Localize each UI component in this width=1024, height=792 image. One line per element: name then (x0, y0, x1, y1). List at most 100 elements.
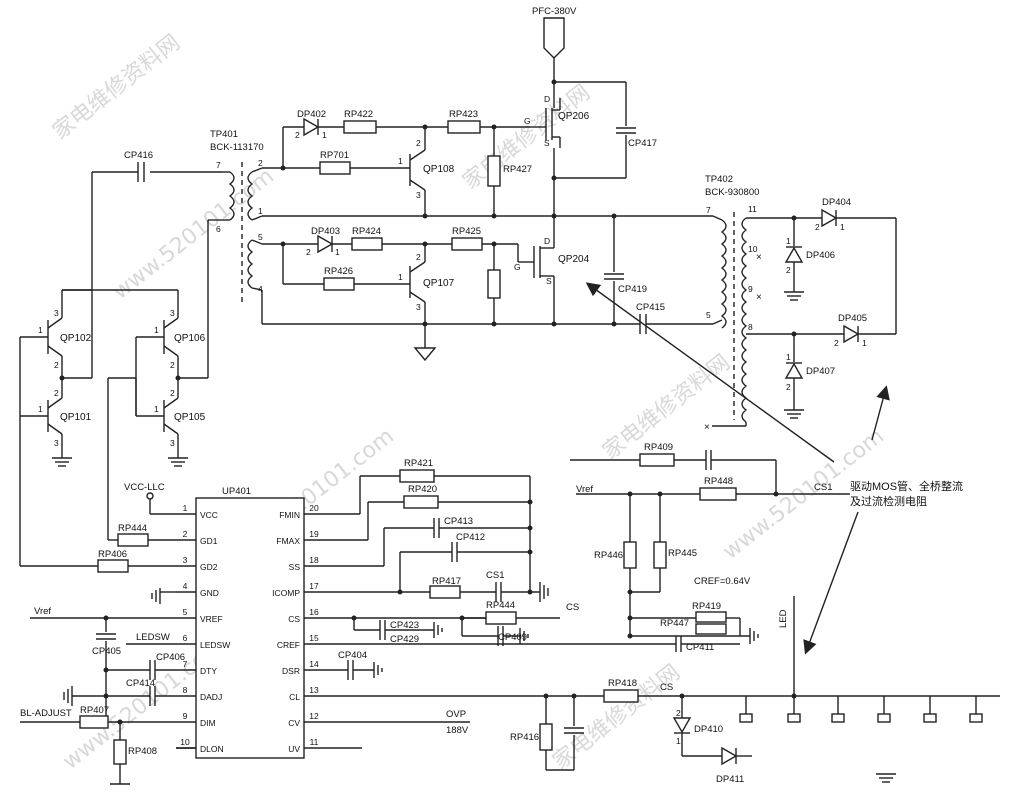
qp108-label: QP108 (423, 164, 455, 175)
ic-pin-number: 18 (309, 555, 319, 565)
svg-text:2: 2 (295, 130, 300, 140)
svg-text:1: 1 (154, 404, 159, 414)
ovp-label: OVP (446, 709, 466, 720)
svg-text:1: 1 (840, 222, 845, 232)
dp410-label: DP410 (694, 724, 723, 735)
qp105-label: QP105 (174, 412, 206, 423)
ic-pin-name: DSR (282, 666, 300, 676)
ic-pin-name: GND (200, 588, 219, 598)
qp106-label: QP106 (174, 333, 206, 344)
cp417-label: CP417 (628, 138, 657, 149)
ic-pin-name: CS (288, 614, 300, 624)
svg-text:3: 3 (54, 308, 59, 318)
ic-pin-number: 19 (309, 529, 319, 539)
svg-text:2: 2 (815, 222, 820, 232)
rp417-label: RP417 (432, 576, 461, 587)
tp401-part: BCK-113170 (210, 142, 264, 153)
driver-transistors: QP102 1 3 2 QP101 1 2 3 QP106 1 3 2 (19, 289, 208, 567)
svg-text:1: 1 (154, 325, 159, 335)
qp204-s: S (546, 276, 552, 286)
ic-pin-name: DTY (200, 666, 217, 676)
ic-pin-name: VCC (200, 510, 218, 520)
svg-text:2: 2 (54, 388, 59, 398)
svg-text:3: 3 (170, 308, 175, 318)
svg-text:2: 2 (676, 708, 681, 718)
ic-pin-number: 4 (183, 581, 188, 591)
svg-text:2: 2 (834, 338, 839, 348)
rp421-label: RP421 (404, 458, 433, 469)
cp406-label: CP414 (126, 678, 155, 689)
svg-text:8: 8 (748, 322, 753, 332)
ic-left-circuit: VCC-LLC RP444 RP406 Vref CP405 LEDSW CP4… (20, 482, 196, 785)
ic-pin-name: FMAX (276, 536, 300, 546)
ic-pin-number: 5 (183, 607, 188, 617)
dp411-label: DP411 (716, 774, 744, 785)
qp204-d: D (544, 236, 550, 246)
ic-pin-number: 13 (309, 685, 319, 695)
cp409-label: CP404 (338, 650, 367, 661)
svg-text:3: 3 (54, 438, 59, 448)
qp206-s: S (544, 138, 550, 148)
output-rectifier: DP404 2 1 DP406 1 2 DP405 2 1 DP407 1 2 (784, 197, 897, 419)
rp415-label: RP416 (510, 732, 539, 743)
ic-pin-number: 2 (183, 529, 188, 539)
ic-pin-name: GD1 (200, 536, 218, 546)
high-side-drive: PFC-380V CP417 QP206 D G S DP402 2 1 RP4… (262, 6, 657, 219)
rp444-label: RP444 (486, 600, 515, 611)
led-label: LED (778, 609, 789, 628)
bl-adjust-label: BL-ADJUST (20, 708, 72, 719)
qp204-g: G (514, 262, 521, 272)
cs1-cap-label: CP423 (390, 620, 419, 631)
ic-pin-name: DADJ (200, 692, 222, 702)
svg-text:10: 10 (748, 244, 758, 254)
vref-label: Vref (34, 606, 51, 617)
svg-text:2: 2 (416, 252, 421, 262)
annotation-line2: 及过流检测电阻 (850, 494, 927, 508)
svg-text:2: 2 (306, 247, 311, 257)
cp404-label: CP405 (92, 646, 121, 657)
tp402-transformer: TP402 BCK-930800 7 5 11 10 9 8 × × × (704, 174, 822, 433)
rp448-label: RP409 (644, 442, 673, 453)
svg-text:3: 3 (416, 190, 421, 200)
ic-pin-name: ICOMP (272, 588, 300, 598)
cp405-label: CP406 (156, 652, 185, 663)
svg-text:1: 1 (398, 156, 403, 166)
watermark-layer: 家电维修资料网 家电维修资料网 家电维修资料网 家电维修资料网 www.5201… (48, 30, 889, 775)
svg-text:1: 1 (786, 352, 791, 362)
cs1-net-label: CS1 (814, 482, 832, 493)
ic-right-circuit: RP421 RP420 CP413 CP412 RP417 CS1 (324, 458, 1000, 749)
annotation-line1: 驱动MOS管、全桥整流 (850, 479, 963, 493)
cp418-label: CP419 (618, 284, 647, 295)
svg-text:9: 9 (748, 284, 753, 294)
rp407-label: RP406 (98, 549, 127, 560)
svg-text:1: 1 (786, 236, 791, 246)
ic-pin-name: DIM (200, 718, 216, 728)
svg-text:5: 5 (258, 232, 263, 242)
rp409-label: RP408 (128, 746, 157, 757)
ovp-value-label: 188V (446, 725, 469, 736)
svg-text:11: 11 (748, 204, 757, 214)
cp429-label: CP409 (498, 632, 527, 643)
cs-label: CS (566, 602, 579, 613)
cp415-label: CP413 (444, 516, 473, 527)
ic-pin-number: 6 (183, 633, 188, 643)
cp423-label: CP429 (390, 634, 419, 645)
svg-text:7: 7 (216, 160, 221, 170)
watermark-url: www.520101.com (108, 164, 279, 305)
rp425-label: RP425 (452, 226, 481, 237)
cref-label: CREF=0.64V (694, 576, 751, 587)
qp206-d: D (544, 94, 550, 104)
rp424-label: RP424 (352, 226, 381, 237)
svg-text:7: 7 (706, 205, 711, 215)
ic-pin-number: 20 (309, 503, 319, 513)
ic-pin-number: 9 (183, 711, 188, 721)
cp413-label: CP412 (456, 532, 485, 543)
svg-text:2: 2 (786, 265, 791, 275)
cp416-label: CP416 (124, 150, 153, 161)
tp402-ref: TP402 (705, 174, 733, 185)
ic-pin-name: CREF (277, 640, 300, 650)
ic-pin-number: 11 (310, 737, 319, 747)
ic-pin-name: UV (288, 744, 300, 754)
ic-pin-name: FMIN (279, 510, 300, 520)
